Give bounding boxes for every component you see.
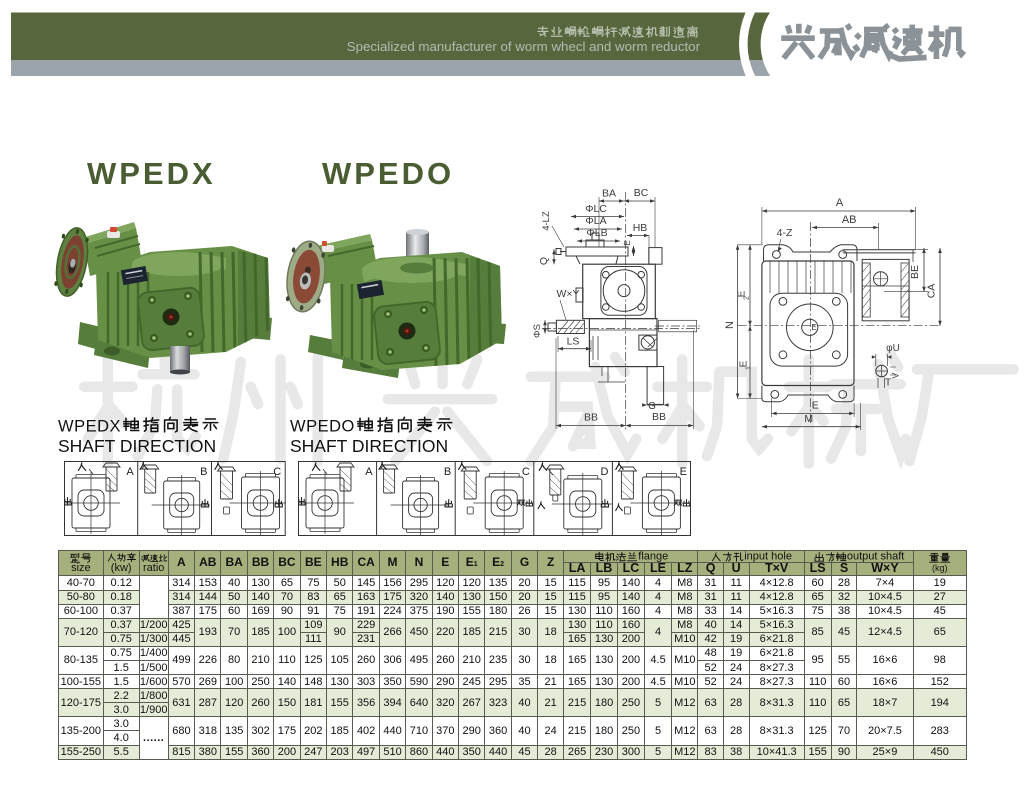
svg-text:HB: HB bbox=[633, 222, 648, 234]
svg-text:E: E bbox=[811, 323, 816, 332]
svg-text:φU: φU bbox=[886, 343, 900, 354]
svg-text:A: A bbox=[126, 466, 134, 478]
svg-text:E: E bbox=[622, 240, 632, 246]
svg-text:A: A bbox=[365, 466, 373, 478]
svg-text:4-LZ: 4-LZ bbox=[541, 211, 552, 231]
svg-text:A: A bbox=[836, 197, 844, 209]
svg-text:ΦLA: ΦLA bbox=[585, 215, 606, 227]
svg-text:E: E bbox=[680, 466, 687, 478]
svg-text:BE: BE bbox=[909, 265, 921, 279]
svg-text:AB: AB bbox=[842, 214, 857, 226]
svg-text:B: B bbox=[200, 466, 207, 478]
svg-text:E: E bbox=[737, 290, 748, 297]
svg-text:BC: BC bbox=[634, 187, 649, 199]
svg-text:E: E bbox=[739, 360, 750, 367]
svg-text:T: T bbox=[885, 377, 891, 388]
svg-text:BB: BB bbox=[584, 412, 598, 424]
svg-text:BB: BB bbox=[652, 411, 666, 423]
svg-text:ΦLB: ΦLB bbox=[586, 227, 607, 239]
svg-text:2: 2 bbox=[744, 296, 751, 300]
svg-text:4-Z: 4-Z bbox=[777, 227, 793, 239]
svg-text:E: E bbox=[812, 400, 819, 412]
svg-text:M: M bbox=[804, 413, 813, 425]
svg-text:V: V bbox=[890, 373, 900, 379]
svg-text:N: N bbox=[724, 321, 736, 329]
svg-text:G: G bbox=[648, 401, 656, 412]
svg-text:ΦS: ΦS bbox=[532, 324, 543, 338]
svg-text:D: D bbox=[600, 466, 608, 478]
svg-text:B: B bbox=[444, 466, 451, 478]
svg-text:ΦLC: ΦLC bbox=[585, 203, 607, 215]
svg-text:C: C bbox=[273, 466, 281, 478]
svg-text:W×Y: W×Y bbox=[556, 288, 579, 300]
svg-text:CA: CA bbox=[925, 284, 937, 299]
svg-text:Q: Q bbox=[538, 257, 550, 265]
svg-text:1: 1 bbox=[746, 366, 753, 370]
svg-text:C: C bbox=[522, 466, 530, 478]
svg-text:BA: BA bbox=[602, 188, 616, 200]
svg-text:Specialized manufacturer of wo: Specialized manufacturer of worm whecl a… bbox=[347, 39, 701, 54]
svg-text:LS: LS bbox=[567, 335, 580, 347]
